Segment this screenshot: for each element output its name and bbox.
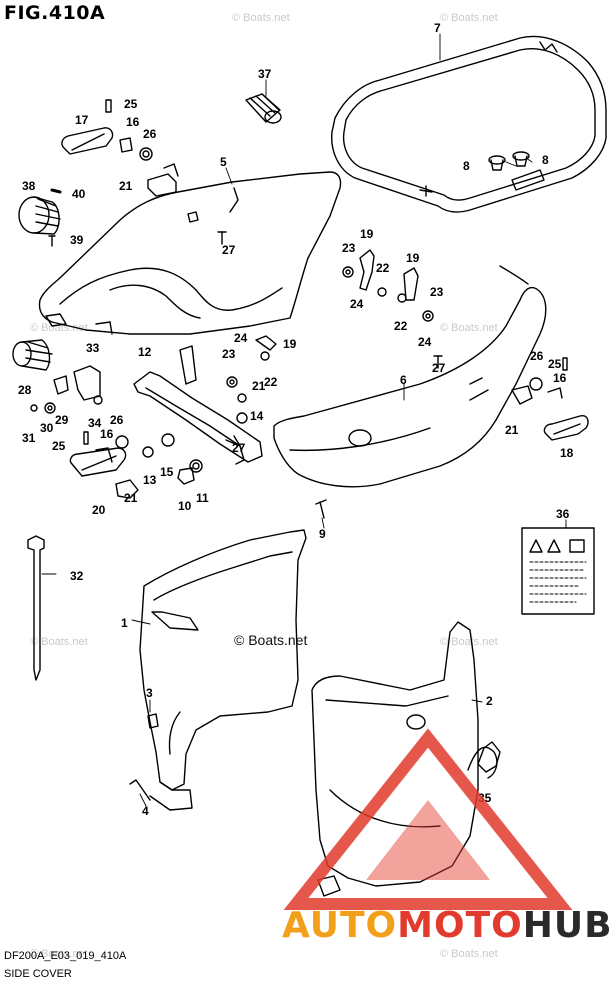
callout-19b: 19 — [406, 251, 420, 265]
callout-19c: 19 — [283, 337, 297, 351]
bracket-part — [147, 163, 179, 197]
clamp-assembly-front — [61, 99, 153, 161]
callout-25b: 25 — [52, 439, 66, 453]
callout-5: 5 — [220, 155, 227, 169]
lower-right-cover-part — [311, 621, 498, 897]
callout-26c: 26 — [530, 349, 544, 363]
upper-right-cover-part — [273, 265, 547, 488]
clamp-assembly-left — [69, 431, 139, 499]
top-seal-ring-part — [331, 35, 607, 213]
callout-22b: 22 — [394, 319, 408, 333]
callout-33: 33 — [86, 341, 100, 355]
callout-4: 4 — [142, 804, 149, 818]
lower-left-cover-part — [129, 529, 307, 811]
callout-39: 39 — [70, 233, 84, 247]
caution-label-part — [521, 527, 595, 615]
figure-code: DF200A_E03_019_410A — [4, 950, 127, 962]
callout-13: 13 — [143, 473, 157, 487]
callout-27b: 27 — [432, 361, 446, 375]
callout-25a: 25 — [124, 97, 138, 111]
upper-left-cover-part — [38, 171, 342, 335]
callout-29: 29 — [55, 413, 69, 427]
callout-8b: 8 — [542, 153, 549, 167]
callout-17: 17 — [75, 113, 89, 127]
hinge-bracket-part — [133, 345, 263, 485]
callout-31: 31 — [22, 431, 36, 445]
callout-7: 7 — [434, 21, 441, 35]
callout-19a: 19 — [360, 227, 374, 241]
figure-name: SIDE COVER — [4, 968, 72, 980]
watermark-logo-text: AUTOMOTOHUB — [282, 905, 613, 946]
callout-9: 9 — [319, 527, 326, 541]
callout-24c: 24 — [234, 331, 248, 345]
figure-title: FIG.410A — [4, 2, 106, 24]
watermark-text: © Boats.net — [440, 948, 498, 960]
left-latch-hardware — [30, 365, 103, 414]
callout-21a: 21 — [119, 179, 133, 193]
leader-lines — [41, 33, 567, 807]
callout-24a: 24 — [350, 297, 364, 311]
callout-23a: 23 — [342, 241, 356, 255]
callout-26b: 26 — [110, 413, 124, 427]
watermark-text: © Boats.net — [30, 948, 88, 960]
boot-part — [18, 188, 62, 247]
callout-16b: 16 — [100, 427, 114, 441]
watermark-text: © Boats.net — [440, 636, 498, 648]
callout-27c: 27 — [232, 441, 246, 455]
callout-26a: 26 — [143, 127, 157, 141]
grommet-part — [488, 151, 545, 191]
plug-part — [245, 93, 282, 124]
callout-38: 38 — [22, 179, 36, 193]
callout-36: 36 — [556, 507, 570, 521]
callout-22c: 22 — [264, 375, 278, 389]
callout-16c: 16 — [553, 371, 567, 385]
callout-20: 20 — [92, 503, 106, 517]
callout-30: 30 — [40, 421, 54, 435]
callout-6: 6 — [400, 373, 407, 387]
watermark-text: © Boats.net — [440, 322, 498, 334]
callout-12: 12 — [138, 345, 152, 359]
watermark-text: © Boats.net — [30, 636, 88, 648]
callout-32: 32 — [70, 569, 84, 583]
callout-21c: 21 — [505, 423, 519, 437]
callout-34: 34 — [88, 416, 102, 430]
watermark-center-text: © Boats.net — [234, 632, 308, 648]
screw-part — [217, 231, 443, 519]
callout-11: 11 — [196, 491, 209, 505]
callout-2: 2 — [486, 694, 493, 708]
callout-15: 15 — [160, 465, 174, 479]
callout-numbers: 1 2 3 4 5 6 7 8 8 9 10 11 12 13 14 15 16… — [18, 21, 574, 818]
callout-3: 3 — [146, 686, 153, 700]
watermark-logo-mark — [283, 728, 573, 910]
callout-16a: 16 — [126, 115, 140, 129]
callout-21b: 21 — [124, 491, 138, 505]
watermark-text: © Boats.net — [440, 12, 498, 24]
clamp-assembly-right — [511, 357, 589, 441]
callout-28: 28 — [18, 383, 32, 397]
cable-tie-part — [27, 535, 45, 681]
watermark-text: © Boats.net — [30, 322, 88, 334]
callout-27a: 27 — [222, 243, 236, 257]
hinge-hardware — [226, 249, 434, 403]
callout-14: 14 — [250, 409, 264, 423]
callout-22a: 22 — [376, 261, 390, 275]
callout-40: 40 — [72, 187, 86, 201]
callout-23c: 23 — [222, 347, 236, 361]
callout-1: 1 — [121, 616, 128, 630]
callout-10: 10 — [178, 499, 192, 513]
callout-23b: 23 — [430, 285, 444, 299]
callout-18: 18 — [560, 446, 574, 460]
callout-24b: 24 — [418, 335, 432, 349]
callout-8: 8 — [463, 159, 470, 173]
callout-25c: 25 — [548, 357, 562, 371]
callout-21d: 21 — [252, 379, 266, 393]
clip-part — [477, 741, 501, 773]
boot-part — [12, 339, 53, 371]
watermark-text: © Boats.net — [232, 12, 290, 24]
callout-37: 37 — [258, 67, 272, 81]
